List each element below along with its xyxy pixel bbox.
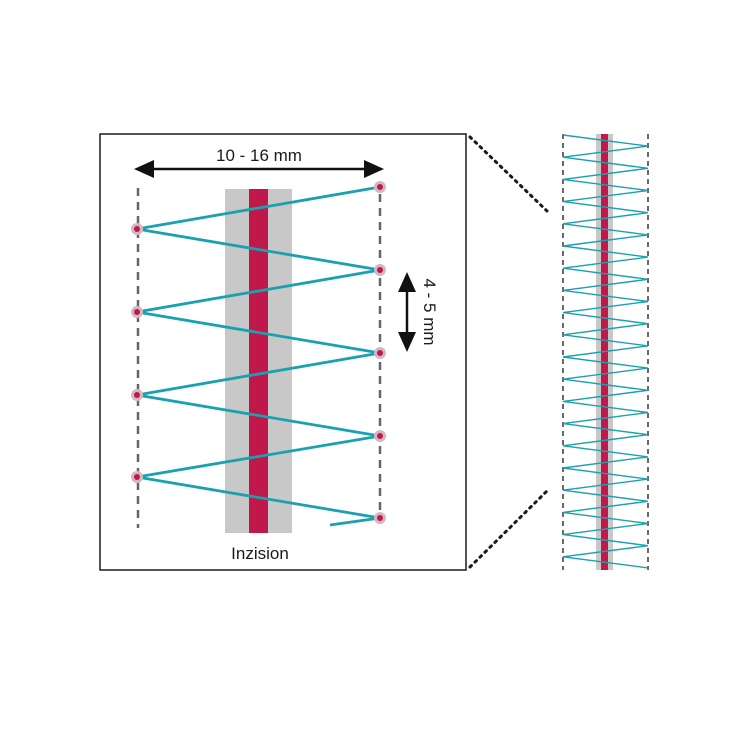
stitch-point: [374, 264, 386, 276]
stitch-point: [374, 430, 386, 442]
zoom-connector-icon: [468, 135, 549, 569]
incision-line: [249, 189, 268, 533]
incision-label: Inzision: [231, 544, 289, 563]
suture-zigzag: [135, 185, 382, 527]
stitch-point: [131, 223, 143, 235]
width-arrow-icon: [134, 160, 384, 178]
overview-suture-zigzag: [562, 134, 649, 569]
stitch-point: [131, 471, 143, 483]
stitch-point: [374, 181, 386, 193]
stitch-point: [374, 512, 386, 524]
spacing-arrow-icon: [398, 272, 416, 352]
width-label: 10 - 16 mm: [216, 146, 302, 165]
stitch-spacing-label: 4 - 5 mm: [420, 278, 439, 345]
stitch-point: [374, 347, 386, 359]
stitch-points: [131, 181, 386, 524]
overview-strip: [562, 134, 649, 570]
stitch-point: [131, 306, 143, 318]
stitch-point: [131, 389, 143, 401]
